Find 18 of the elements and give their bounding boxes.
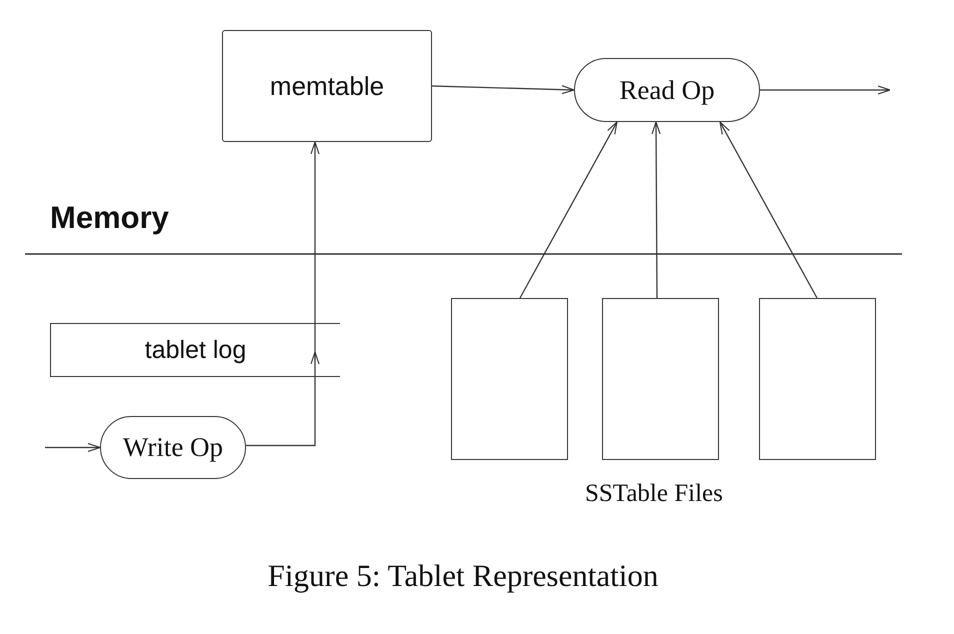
arrow [45, 442, 101, 452]
file-box [759, 298, 876, 460]
arrow [652, 121, 661, 298]
operation-pill: Read Op [574, 58, 760, 122]
file-box [451, 298, 568, 460]
arrow [432, 85, 575, 94]
group-label: SSTable Files [585, 480, 723, 508]
section-label: Memory [50, 200, 169, 236]
arrow [310, 141, 320, 360]
arrow [719, 121, 818, 298]
process-box: memtable [222, 30, 432, 142]
file-box [602, 298, 719, 460]
arrow [246, 351, 320, 446]
log-box: tablet log [50, 323, 340, 377]
operation-pill: Write Op [100, 416, 246, 479]
figure-caption: Figure 5: Tablet Representation [266, 558, 660, 594]
arrow [519, 121, 618, 298]
arrow [760, 85, 891, 95]
